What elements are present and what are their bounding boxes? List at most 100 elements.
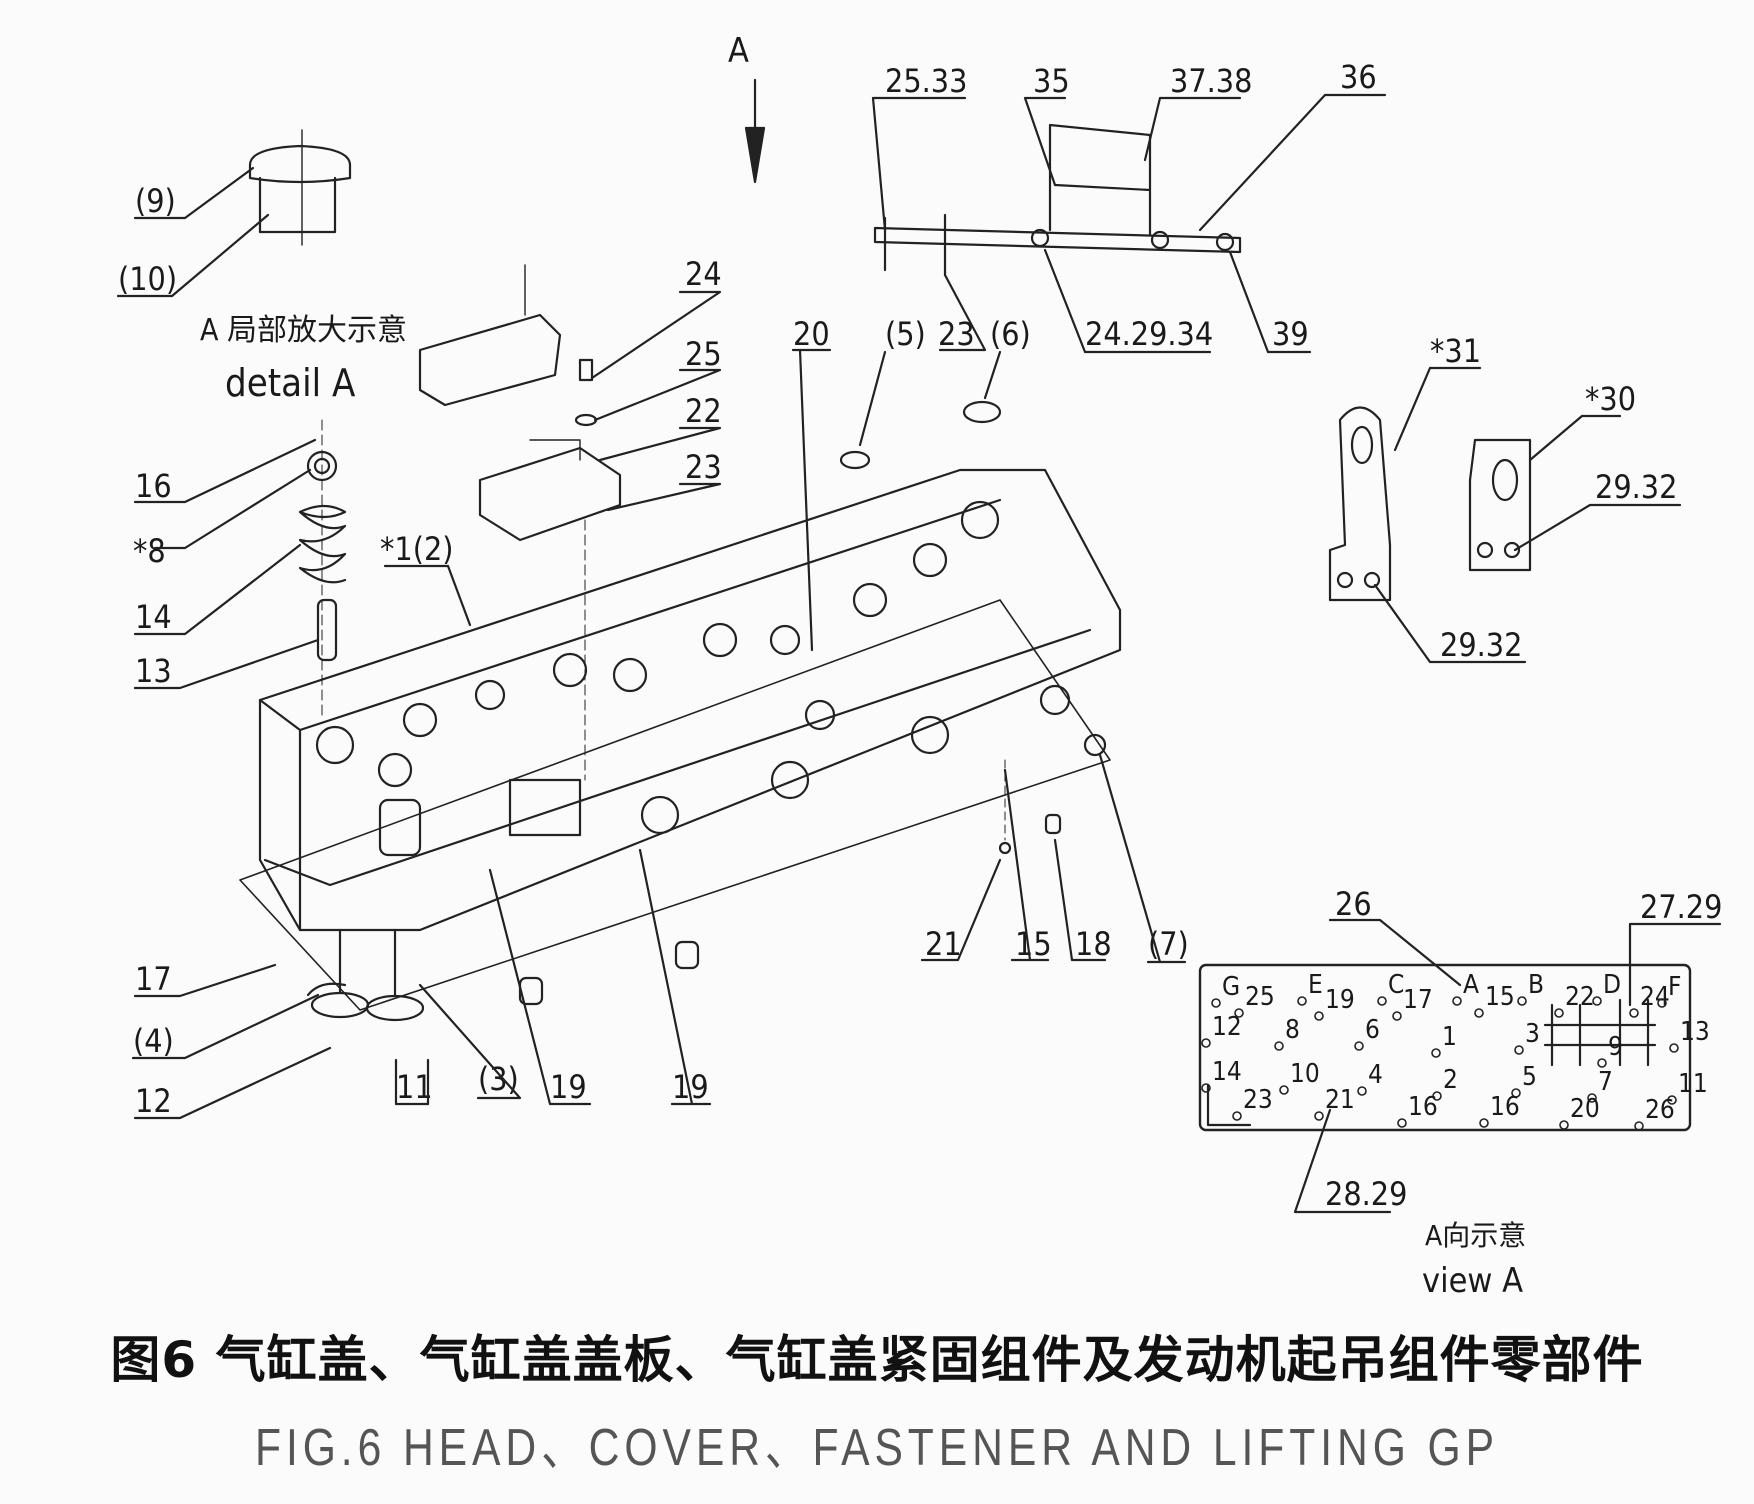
callout-8: *8: [133, 532, 166, 570]
leader-17: [133, 963, 277, 998]
callout-18: 18: [1075, 925, 1112, 963]
callout-19-left: 19: [550, 1068, 587, 1106]
callout-36: 36: [1340, 58, 1377, 96]
detail-caption-cn: A 局部放大示意: [200, 313, 407, 348]
leader-18: [1053, 838, 1107, 962]
bolt-hole: [1657, 998, 1667, 1008]
leader-1-2: [383, 564, 472, 627]
bolt-hole: [1279, 1085, 1289, 1095]
bolt-pattern-label: 19: [1325, 985, 1355, 1015]
bolt-hole: [1201, 1038, 1211, 1048]
plug-right: [674, 940, 700, 970]
bolt-hole: [1377, 996, 1387, 1006]
bolt-pattern-label: 16: [1490, 1092, 1520, 1122]
bolt-hole: [1274, 1041, 1284, 1051]
view-a-plate: [1198, 963, 1692, 1132]
bolt-pattern-label: 6: [1365, 1015, 1380, 1045]
bolt-pattern-label: 26: [1645, 1095, 1675, 1125]
bolt-hole: [1297, 996, 1307, 1006]
bolt-hole: [1234, 1008, 1244, 1018]
bolt-pattern-label: 3: [1525, 1019, 1540, 1049]
leader-10: [116, 213, 270, 298]
leader-29-32-left: [1373, 583, 1527, 664]
leader-13: [133, 638, 320, 690]
bolt-pattern-label: D: [1603, 970, 1621, 1000]
leader-27-29: [1628, 922, 1722, 1007]
leader-37-38: [1143, 96, 1242, 162]
bolt-pattern-label: B: [1528, 970, 1544, 1000]
bolt-pattern-label: 9: [1608, 1032, 1623, 1062]
callout-10: (10): [118, 260, 177, 298]
bolt-hole: [1592, 996, 1602, 1006]
leader-14: [133, 543, 302, 636]
leader-30: [1528, 414, 1622, 462]
bolt-hole: [1479, 1118, 1489, 1128]
seal-5: [839, 450, 871, 470]
bolt-hole: [1211, 998, 1221, 1008]
leader-26: [1328, 918, 1462, 987]
callout-17: 17: [135, 960, 172, 998]
bolt-hole: [1232, 1111, 1242, 1121]
bolt-hole: [1597, 1058, 1607, 1068]
bolt-pattern-label: 4: [1368, 1060, 1383, 1090]
leader-9: [133, 166, 255, 220]
leader-39: [1228, 250, 1312, 354]
valve-cover-bracket: [418, 264, 562, 407]
bolt-pattern-label: 10: [1290, 1059, 1320, 1089]
bolt-pattern-label: F: [1668, 972, 1681, 1002]
leader-23-cover: [606, 482, 722, 512]
bolt-pattern-label: 25: [1245, 982, 1275, 1012]
leader-19-left: [488, 868, 592, 1106]
washer-25: [574, 413, 598, 427]
leader-7: [1098, 753, 1187, 964]
leader-20: [791, 348, 832, 652]
bolt-hole: [1587, 1093, 1597, 1103]
callout-21: 21: [925, 925, 962, 963]
bolt-hole: [1392, 1011, 1402, 1021]
callout-4: (4): [133, 1022, 174, 1060]
bolt-pattern-label: 15: [1485, 982, 1515, 1012]
leader-24: [590, 290, 722, 380]
bolt-hole: [1634, 1121, 1644, 1131]
cover-plate: [478, 439, 622, 781]
view-arrow-head: [744, 126, 766, 184]
callout-23-cover: 23: [685, 448, 722, 486]
lifting-plate-31: [1328, 406, 1392, 602]
view-arrow-label: A: [728, 31, 749, 71]
callout-35: 35: [1033, 62, 1070, 100]
leader-36: [1198, 93, 1387, 232]
plug-7: [1083, 733, 1107, 757]
callout-28-29: 28.29: [1325, 1175, 1407, 1213]
callout-29-32-right: 29.32: [1595, 468, 1677, 506]
bolt-pattern-label: 22: [1565, 982, 1595, 1012]
valve-spring-assembly: [298, 419, 347, 721]
lifting-bracket: [873, 123, 1242, 277]
leader-6: [983, 350, 1002, 400]
leader-25: [593, 368, 722, 422]
bolt-pattern-label: 20: [1570, 1094, 1600, 1124]
bolt-hole: [1559, 1120, 1569, 1130]
callout-25-33: 25.33: [885, 62, 967, 100]
bolt-hole: [1669, 1043, 1679, 1053]
view-caption-en: view A: [1422, 1261, 1523, 1301]
callout-30: *30: [1585, 380, 1636, 418]
callout-26: 26: [1335, 885, 1372, 923]
callout-24: 24: [685, 255, 722, 293]
bolt-pattern-label: G: [1222, 972, 1240, 1002]
leader-35: [1023, 96, 1067, 187]
leader-29-32-right: [1513, 503, 1682, 552]
plug-18: [1044, 813, 1062, 835]
bolt-hole: [1554, 1008, 1564, 1018]
callout-1-2: *1(2): [380, 530, 453, 568]
bolt-pattern-label: 14: [1212, 1057, 1242, 1087]
callout-37-38: 37.38: [1170, 62, 1252, 100]
callout-22: 22: [685, 392, 722, 430]
bolt-hole: [1667, 1095, 1677, 1105]
leader-23-lift: [938, 273, 987, 352]
bolt-pattern-label: 13: [1680, 1017, 1710, 1047]
bolt-pattern-label: 2: [1443, 1065, 1458, 1095]
bolt-pattern-label: 23: [1243, 1085, 1273, 1115]
bolt-pattern-label: 17: [1403, 985, 1433, 1015]
bolt-hole: [1314, 1011, 1324, 1021]
